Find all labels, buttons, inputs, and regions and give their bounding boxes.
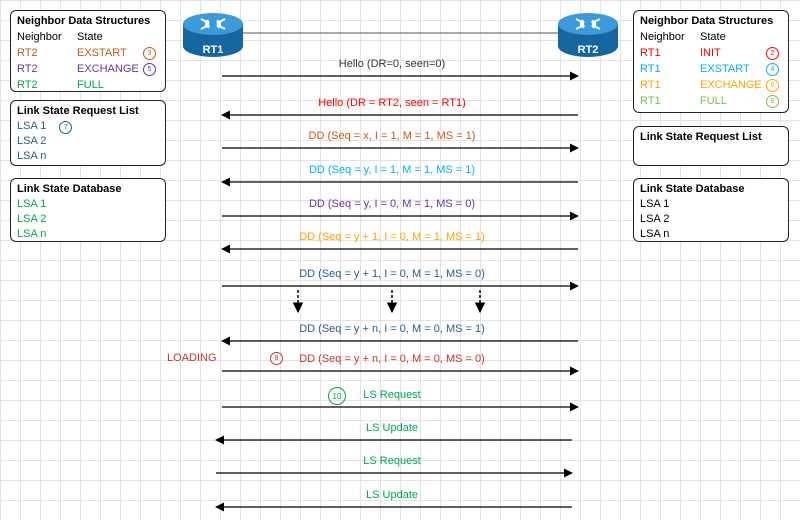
left-row-neighbor: RT2: [17, 63, 38, 75]
message-label: Hello (DR = RT2, seen = RT1): [318, 97, 466, 109]
right-lsdb-item: LSA n: [640, 228, 670, 240]
right-neighbor-row: RT1 FULL 9: [640, 93, 782, 109]
loading-state-label: LOADING: [167, 352, 217, 364]
left-row-state: EXSTART: [77, 47, 127, 59]
left-row-neighbor: RT2: [17, 79, 38, 91]
router-icon: [558, 13, 618, 57]
left-lsdb-title: Link State Database: [17, 183, 122, 195]
message-label: DD (Seq = y + n, I = 0, M = 0, MS = 0): [299, 353, 485, 365]
left-lsdb-item: LSA 1: [17, 198, 47, 210]
message-label: LS Request: [363, 389, 421, 401]
right-row-neighbor: RT1: [640, 95, 661, 107]
right-row-state: EXCHANGE: [700, 79, 762, 91]
step-badge-5: 5: [143, 62, 156, 76]
message-label: LS Update: [366, 422, 418, 434]
step-badge-10: 10: [328, 387, 346, 405]
left-row-state: FULL: [77, 79, 104, 91]
right-col-state: State: [700, 31, 726, 43]
left-row-neighbor: RT2: [17, 47, 38, 59]
left-neighbor-row: RT2 FULL: [17, 77, 159, 93]
right-row-state: INIT: [700, 47, 721, 59]
message-label: DD (Seq = y, I = 1, M = 1, MS = 1): [308, 164, 476, 176]
right-row-neighbor: RT1: [640, 79, 661, 91]
right-lsr-list: Link State Request List: [633, 126, 789, 166]
left-lsdb: Link State Database LSA 1 LSA 2 LSA n: [10, 178, 166, 242]
router-label-rt2: RT2: [577, 44, 599, 56]
left-neighbor-header: Neighbor State: [17, 29, 159, 45]
left-neighbor-table: Neighbor Data Structures Neighbor State …: [10, 10, 166, 92]
message-label: LS Request: [363, 455, 421, 467]
step-badge-3: 3: [143, 46, 156, 60]
step-badge-9: 9: [766, 94, 779, 108]
left-col-state: State: [77, 31, 103, 43]
message-label: Hello (DR=0, seen=0): [338, 58, 446, 70]
message-lines: [215, 71, 579, 512]
right-row-neighbor: RT1: [640, 47, 661, 59]
right-neighbor-row: RT1 INIT 2: [640, 45, 782, 61]
message-label: DD (Seq = x, I = 1, M = 1, MS = 1): [308, 130, 476, 142]
right-lsdb-title: Link State Database: [640, 183, 745, 195]
left-lsr-item: LSA 1 7: [17, 119, 159, 134]
left-lsr-item: LSA 2: [17, 135, 47, 147]
right-neighbor-table: Neighbor Data Structures Neighbor State …: [633, 10, 789, 113]
router-rt2: RT2: [556, 10, 620, 60]
step-badge-7: 7: [59, 121, 73, 134]
router-rt1: RT1: [181, 10, 245, 60]
left-col-neighbor: Neighbor: [17, 31, 62, 43]
right-lsdb: Link State Database LSA 1 LSA 2 LSA n: [633, 178, 789, 242]
left-lsr-title: Link State Request List: [17, 105, 139, 117]
left-neighbor-row: RT2 EXSTART 3: [17, 45, 159, 61]
right-neighbor-row: RT1 EXSTART 4: [640, 61, 782, 77]
router-icon: [183, 13, 243, 57]
step-badge-8: 8: [270, 352, 283, 365]
left-neighbor-row: RT2 EXCHANGE 5: [17, 61, 159, 77]
right-row-state: FULL: [700, 95, 727, 107]
step-badge-4: 4: [766, 62, 779, 76]
left-lsdb-item: LSA n: [17, 228, 47, 240]
left-lsr-item: LSA n: [17, 150, 47, 162]
right-neighbor-row: RT1 EXCHANGE 6: [640, 77, 782, 93]
left-lsr-item-label: LSA 1: [17, 120, 47, 132]
left-lsdb-item: LSA 2: [17, 213, 47, 225]
right-row-state: EXSTART: [700, 63, 750, 75]
left-neighbor-title: Neighbor Data Structures: [17, 15, 151, 27]
left-lsr-list: Link State Request List LSA 1 7 LSA 2 LS…: [10, 100, 166, 166]
step-badge-6: 6: [766, 78, 779, 92]
right-lsr-title: Link State Request List: [640, 131, 762, 143]
right-row-neighbor: RT1: [640, 63, 661, 75]
right-lsdb-item: LSA 2: [640, 213, 670, 225]
message-label: DD (Seq = y + 1, I = 0, M = 1, MS = 1): [299, 231, 485, 243]
right-neighbor-header: Neighbor State: [640, 29, 782, 45]
right-lsdb-item: LSA 1: [640, 198, 670, 210]
right-col-neighbor: Neighbor: [640, 31, 685, 43]
message-label: DD (Seq = y + n, I = 0, M = 0, MS = 1): [299, 323, 485, 335]
right-neighbor-title: Neighbor Data Structures: [640, 15, 774, 27]
router-label-rt1: RT1: [202, 44, 224, 56]
message-label: DD (Seq = y, I = 0, M = 1, MS = 0): [308, 198, 476, 210]
message-label: DD (Seq = y + 1, I = 0, M = 1, MS = 0): [299, 268, 485, 280]
left-row-state: EXCHANGE: [77, 63, 139, 75]
step-badge-2: 2: [766, 46, 779, 60]
message-label: LS Update: [366, 489, 418, 501]
